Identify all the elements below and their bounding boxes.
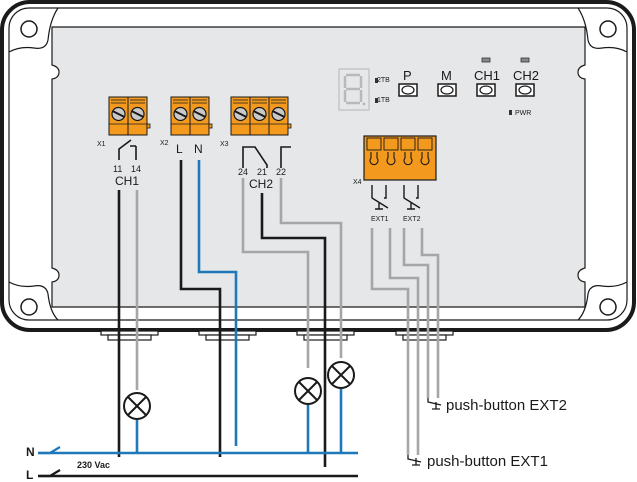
terminal-label-x3: X3 <box>220 141 229 148</box>
input-contact-ext1 <box>371 185 389 210</box>
button-label-ch1: CH1 <box>474 68 501 83</box>
mains-label-l: L <box>26 468 34 482</box>
terminal-label-x2: X2 <box>160 140 169 147</box>
seven-segment-display <box>338 68 370 111</box>
screw-hole-tl <box>20 20 38 38</box>
wire-ext1-b <box>388 228 420 455</box>
pushbutton-ext2-symbol <box>427 398 442 410</box>
button-ch1[interactable] <box>476 83 496 97</box>
channel-label-ch1: CH1 <box>115 174 140 188</box>
button-label-ch2: CH2 <box>513 68 540 83</box>
terminal-block-x4 <box>363 135 437 181</box>
terminal-screw-x1-1 <box>108 96 129 136</box>
terminal-block-x1 <box>108 96 151 136</box>
corner-lug-bl <box>8 281 59 321</box>
cable-gland-2 <box>198 330 257 341</box>
pushbutton-ext1-symbol <box>407 455 422 466</box>
lamp-ch1 <box>123 392 151 453</box>
pushbutton-ext2-label: push-button EXT2 <box>446 397 567 414</box>
pin-label-n: N <box>194 142 203 156</box>
terminal-block-x3 <box>230 96 292 136</box>
pin-label-l: L <box>176 142 183 156</box>
wire-ch2-24 <box>241 178 310 368</box>
button-p[interactable] <box>398 83 418 97</box>
lamp-ch2-24 <box>294 377 322 453</box>
button-m[interactable] <box>437 83 457 97</box>
terminal-screw-x2-2 <box>189 96 210 136</box>
pin-label-14: 14 <box>131 164 142 174</box>
terminal-label-x4: X4 <box>353 179 362 186</box>
pushbutton-ext1-label: push-button EXT1 <box>427 453 548 470</box>
pin-label-21: 21 <box>257 167 268 177</box>
relay-contact-ch2 <box>242 146 291 168</box>
terminal-screw-x2-1 <box>170 96 191 136</box>
terminal-screw-x3-2 <box>249 96 270 136</box>
corner-lug-br <box>577 281 628 321</box>
label-pwr: PWR <box>515 110 532 117</box>
label-2tb: 2TB <box>377 77 390 84</box>
pin-label-24: 24 <box>238 167 249 177</box>
mains-voltage-label: 230 Vac <box>77 460 111 470</box>
led-1tb <box>375 98 378 103</box>
terminal-screw-x1-2 <box>127 96 148 136</box>
wire-n <box>197 160 238 446</box>
relay-contact-ch1 <box>118 139 137 160</box>
terminal-block-x2 <box>170 96 213 136</box>
cable-gland-4 <box>395 330 454 341</box>
corner-lug-tl <box>8 7 59 53</box>
input-contact-ext2 <box>403 185 421 210</box>
wire-ext1-a <box>370 228 410 455</box>
wire-ext2-a <box>402 228 430 398</box>
button-ch2[interactable] <box>515 83 535 97</box>
terminal-screw-x3-3 <box>268 96 289 136</box>
pin-label-11: 11 <box>113 164 123 174</box>
wire-l <box>179 160 222 457</box>
wire-ch2-21 <box>260 193 327 467</box>
channel-label-ch2: CH2 <box>249 177 274 191</box>
button-label-m: M <box>441 68 452 83</box>
corner-lug-tr <box>577 7 628 53</box>
screw-hole-bl <box>20 298 38 316</box>
input-label-ext2: EXT2 <box>403 216 421 223</box>
wire-ch2-22 <box>279 178 343 358</box>
pin-label-22: 22 <box>276 167 287 177</box>
mains-n-switch <box>38 446 61 455</box>
terminal-screw-x3-1 <box>230 96 251 136</box>
led-ch1 <box>481 57 491 63</box>
label-1tb: 1TB <box>377 97 390 104</box>
button-label-p: P <box>403 68 412 83</box>
cable-gland-1 <box>100 330 159 341</box>
terminal-label-x1: X1 <box>97 141 106 148</box>
input-label-ext1: EXT1 <box>371 216 389 223</box>
mains-l-switch <box>38 469 61 478</box>
mains-label-n: N <box>26 445 35 459</box>
screw-hole-br <box>599 298 617 316</box>
screw-hole-tr <box>599 20 617 38</box>
led-ch2 <box>520 57 530 63</box>
wire-ext2-b <box>420 228 440 398</box>
led-pwr <box>509 110 512 115</box>
lamp-ch2-22 <box>327 361 355 453</box>
led-2tb <box>375 78 378 83</box>
